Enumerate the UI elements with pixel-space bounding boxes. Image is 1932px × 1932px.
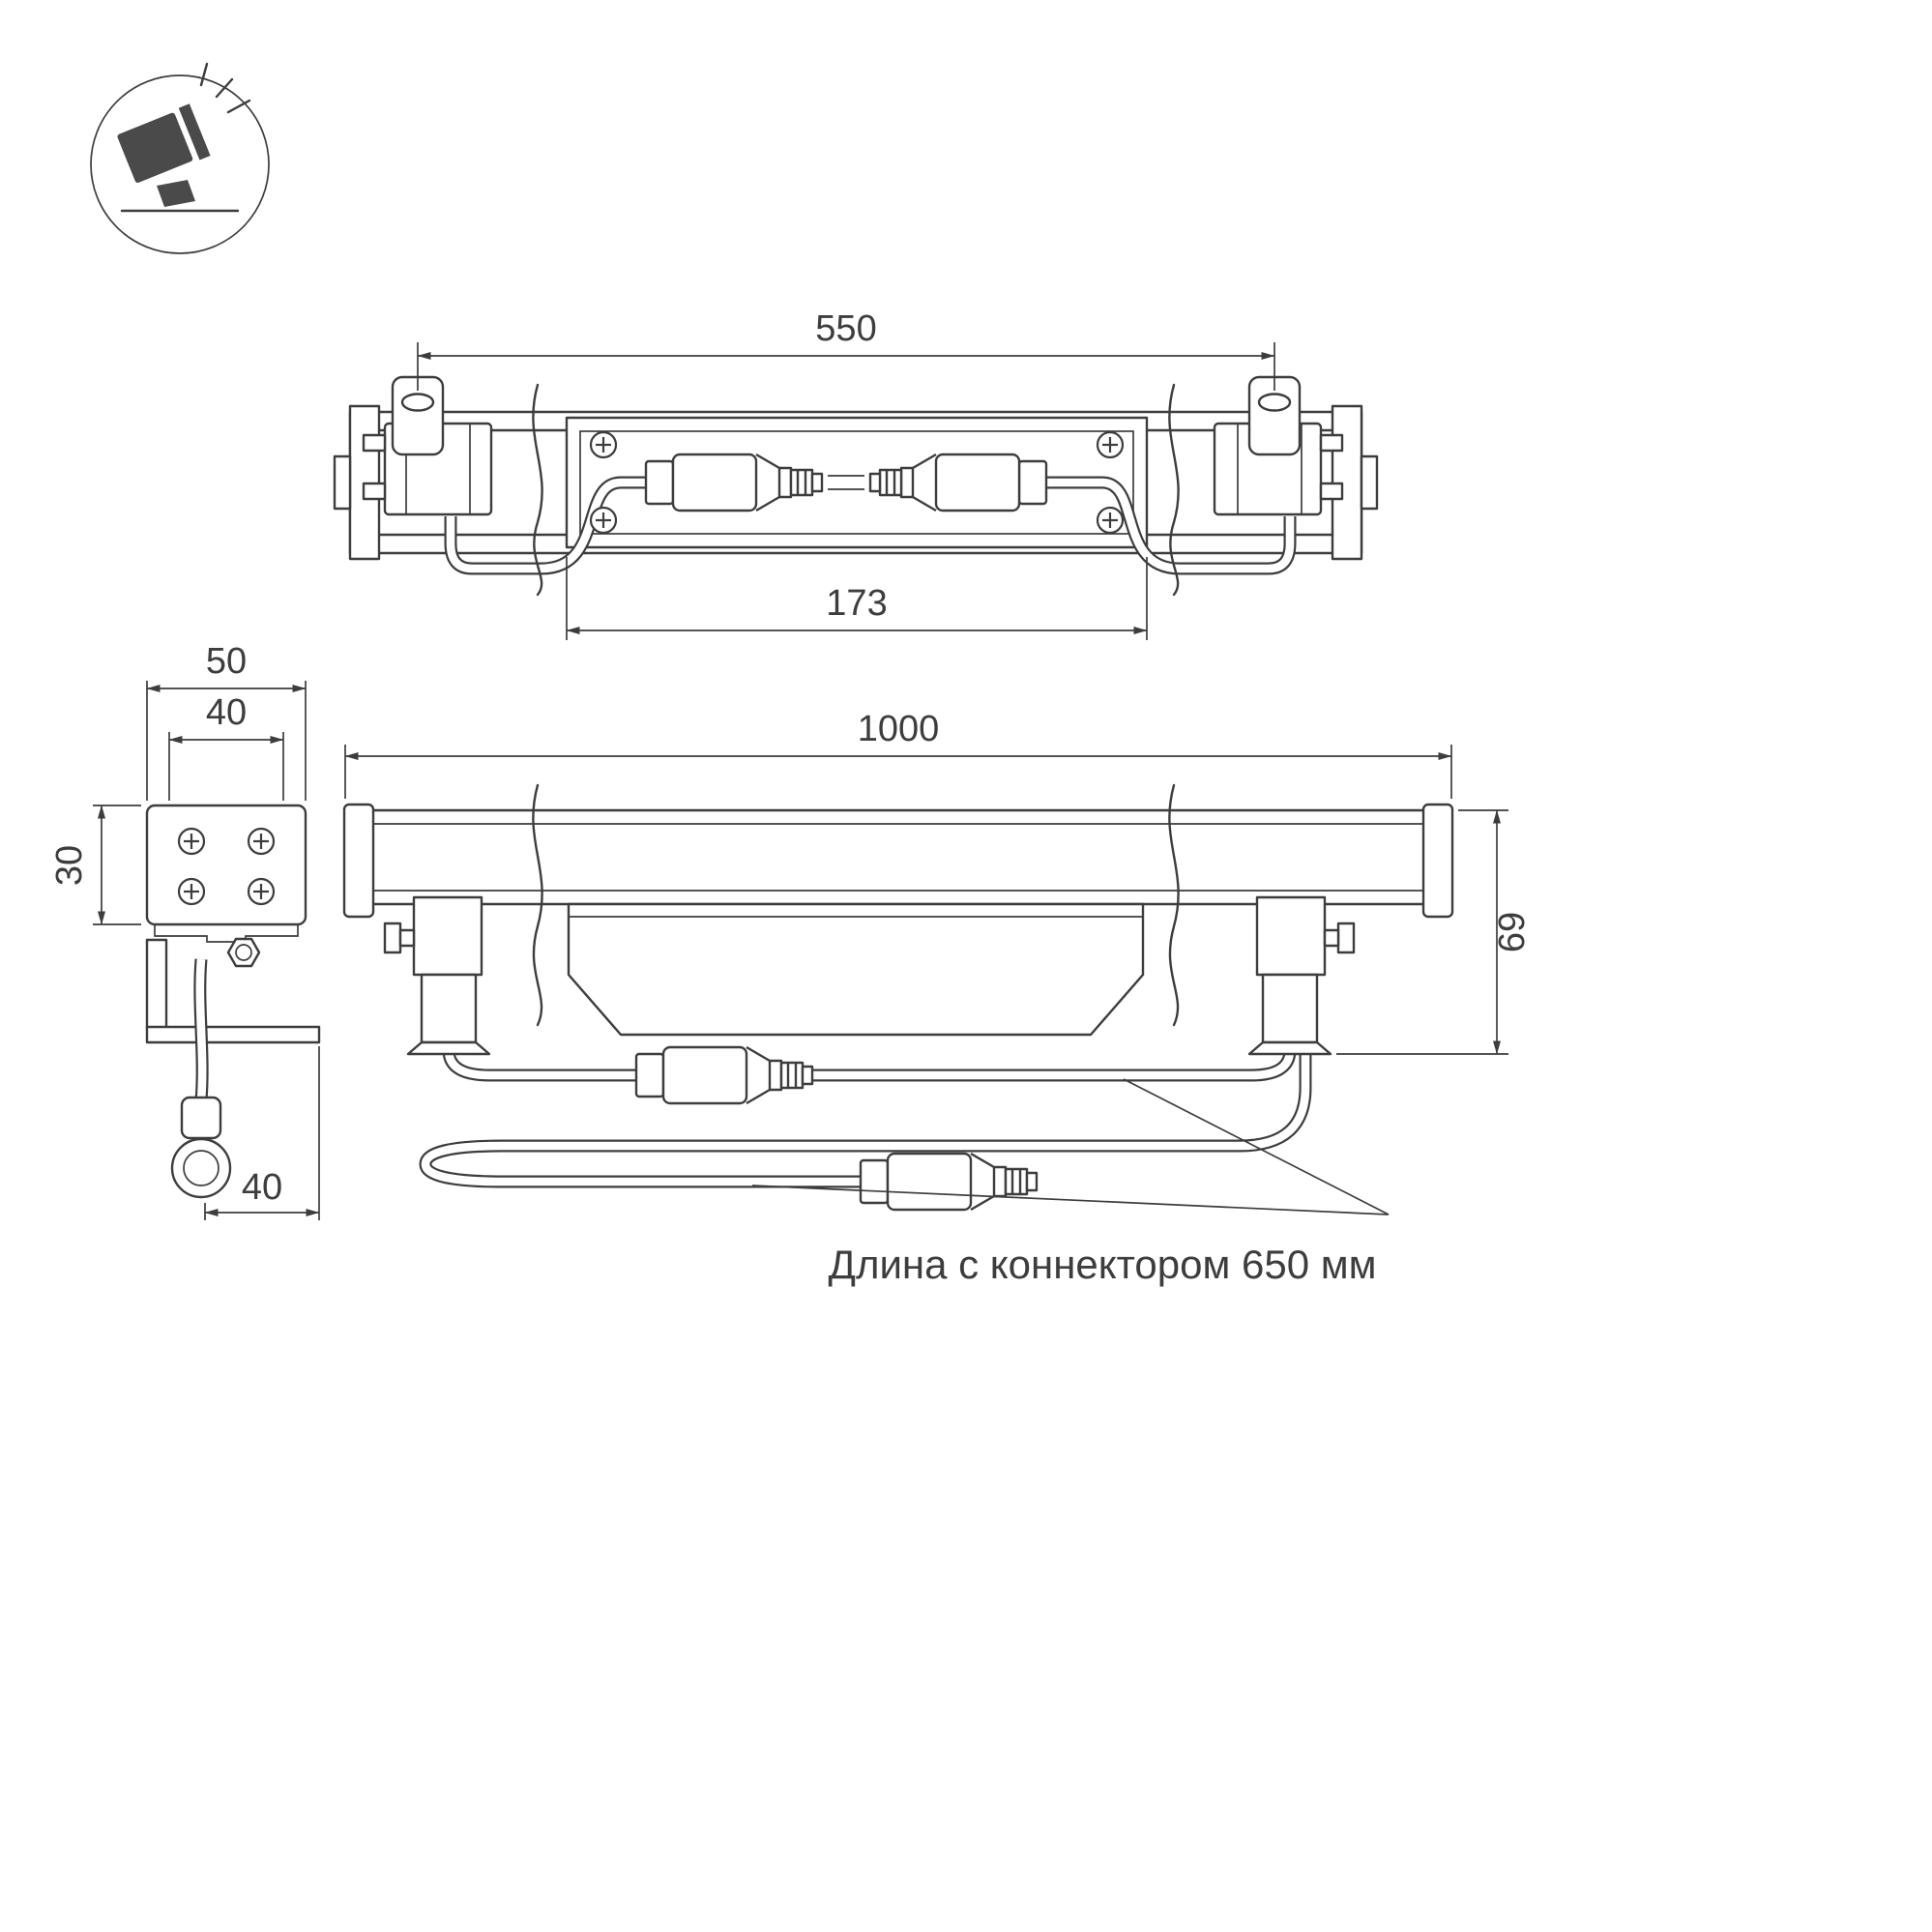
bracket-foot-left: [406, 1040, 491, 1056]
pivot-bolt: [235, 944, 252, 961]
bracket-bolt-left: [383, 922, 402, 954]
screw: [177, 827, 206, 856]
mount-bracket-right-front: [1247, 895, 1356, 1056]
connector-length-note: Длина с коннектором 650 мм: [829, 1242, 1377, 1287]
break-line: [1168, 383, 1180, 597]
driver-housing: [567, 902, 1145, 1037]
tube-detail-lines: [373, 823, 1423, 892]
dim-50-label: 50: [206, 641, 247, 682]
dimension-40-bottom: 40: [204, 1046, 320, 1220]
dimension-173: 173: [566, 557, 1148, 640]
connector-face-outer: [170, 1137, 232, 1199]
side-cable: [170, 958, 232, 1199]
annotation-leader-lines: [751, 1078, 1390, 1215]
screw: [1096, 506, 1125, 535]
dim-550-label: 550: [815, 308, 876, 349]
channel-frame-inner: [579, 430, 1134, 535]
screw: [177, 877, 206, 906]
input-connector: [859, 1152, 1039, 1212]
screw: [1096, 430, 1125, 459]
break-line: [1168, 783, 1180, 1027]
dimension-1000: 1000: [344, 709, 1452, 799]
bracket-slot-right: [1257, 393, 1292, 412]
bracket-foot-right: [1247, 1040, 1332, 1056]
front-view: 1000: [342, 709, 1533, 1287]
dim-69-label: 69: [1492, 912, 1533, 952]
floodlight-body: [117, 103, 211, 183]
pivot-nut: [226, 937, 261, 968]
icon-circle: [90, 74, 270, 254]
screw: [589, 506, 618, 535]
dim-40-bottom-label: 40: [242, 1167, 282, 1208]
dim-40-top-label: 40: [206, 692, 247, 733]
channel-cables: [444, 476, 1297, 575]
mount-bracket-left-front: [383, 895, 491, 1056]
dimension-30: 30: [49, 805, 141, 925]
dimension-40-top: 40: [168, 692, 284, 801]
mount-bracket-left-top: [362, 375, 493, 516]
side-bracket: [145, 937, 321, 1044]
dimension-50: 50: [146, 641, 307, 801]
dimension-69: 69: [1336, 809, 1533, 1055]
screw: [247, 877, 276, 906]
end-plug-left: [333, 454, 352, 511]
dimension-550: 550: [417, 308, 1275, 391]
floodlight-icon: [90, 62, 270, 254]
dim-173-label: 173: [826, 583, 887, 624]
side-view: 50 40 30: [49, 641, 321, 1220]
profile-body: [145, 804, 307, 926]
connector-pins: [828, 475, 864, 490]
front-cap-right: [1421, 803, 1454, 919]
bracket-foot: [145, 1025, 321, 1044]
break-line: [532, 783, 543, 1027]
floodlight-stand: [157, 180, 195, 207]
screw: [589, 430, 618, 459]
profile-rail: [154, 924, 299, 943]
mount-bracket-right-top: [1213, 375, 1344, 516]
dim-1000-label: 1000: [858, 709, 940, 749]
connector-body-side: [180, 1096, 222, 1140]
output-connector: [634, 1045, 814, 1105]
connector-face-inner: [183, 1150, 220, 1186]
bracket-bolt-right: [1336, 922, 1356, 954]
end-plug-right: [1360, 454, 1379, 511]
top-view: 550 173: [333, 308, 1379, 640]
bracket-slot-left: [400, 393, 435, 412]
light-rays-icon: [199, 62, 251, 114]
screw: [247, 827, 276, 856]
dim-30-label: 30: [49, 845, 90, 886]
front-cap-left: [342, 803, 375, 919]
break-line: [532, 383, 543, 597]
